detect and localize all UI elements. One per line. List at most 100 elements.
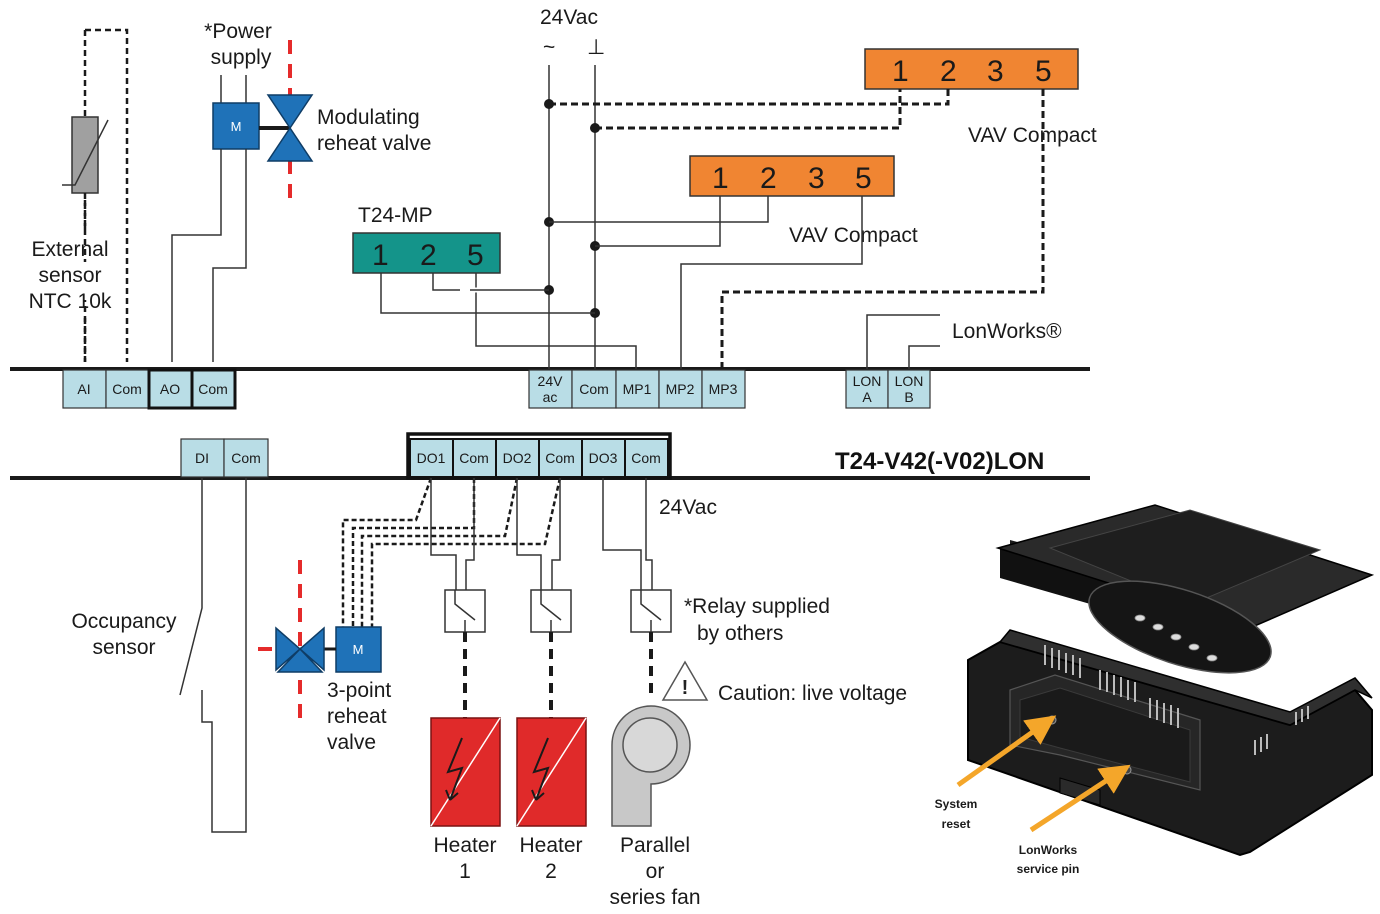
terminal-24v-l1: 24V (538, 373, 564, 389)
modulating-valve-label-1: Modulating (317, 106, 420, 129)
external-sensor: External sensor NTC 10k (29, 28, 129, 362)
ext-sensor-label-3: NTC 10k (29, 290, 112, 313)
vav-upper-num-1: 1 (892, 55, 909, 88)
terminal-do2: DO2 (503, 450, 532, 466)
terminal-lon-b-l2: B (904, 389, 913, 405)
terminal-ai: AI (77, 381, 90, 397)
service-pin-arrow (1029, 764, 1131, 833)
t24-mp-terminal (352, 232, 501, 274)
occupancy-label-2: sensor (92, 636, 155, 659)
t24-mp-group: T24-MP 1 2 5 (352, 204, 637, 369)
vav-upper-num-2: 2 (940, 55, 957, 88)
tilde-symbol: ~ (543, 36, 555, 59)
three-point-label-3: valve (327, 731, 376, 754)
terminal-lon-a-l2: A (862, 389, 872, 405)
lightning-icon-1 (445, 737, 464, 801)
terminal-ao-com: Com (198, 381, 228, 397)
relay-note-2: by others (697, 622, 783, 645)
terminal-lon-b-l1: LON (895, 373, 924, 389)
system-reset-label-2: reset (942, 817, 971, 831)
actuator-m-bottom (335, 626, 382, 673)
bottom-terminals: DI Com DO1 Com DO2 Com DO3 Com (180, 432, 672, 480)
modulating-valve-group: *Power supply M Modulating reheat valve (171, 20, 431, 362)
service-pin-label-2: service pin (1017, 862, 1080, 876)
ground-symbol: ⊥ (587, 36, 605, 59)
heater2-label-1: Heater (519, 834, 582, 857)
fan-group: Parallel or series fan (609, 705, 701, 909)
three-point-label-2: reheat (327, 705, 387, 728)
top-terminals: AI Com AO Com 24V ac Com MP1 MP2 MP3 LON… (62, 368, 931, 410)
actuator-m-bottom-label: M (353, 642, 364, 657)
model-name: T24-V42(-V02)LON (835, 448, 1044, 475)
vav-upper-num-4: 5 (1035, 55, 1052, 88)
ext-sensor-label-2: sensor (38, 264, 101, 287)
relay-note-1: *Relay supplied (684, 595, 830, 618)
terminal-24v-l2: ac (543, 389, 558, 405)
fan-label-2: or (646, 860, 665, 883)
power-supply-label-1: *Power (204, 20, 272, 43)
terminal-do1: DO1 (417, 450, 446, 466)
terminal-do2-com: Com (545, 450, 575, 466)
heater1-label-2: 1 (459, 860, 471, 883)
lightning-icon-2 (531, 737, 550, 801)
power-supply-label-2: supply (211, 46, 272, 69)
terminal-mp2: MP2 (666, 381, 695, 397)
ext-sensor-label-1: External (31, 238, 108, 261)
do-24vac-label: 24Vac (659, 496, 717, 519)
occupancy-label-1: Occupancy (71, 610, 177, 633)
terminal-24v-com: Com (579, 381, 609, 397)
terminal-ao: AO (160, 381, 180, 397)
modulating-valve-label-2: reheat valve (317, 132, 431, 155)
relay-group: 24Vac *Relay supplied by others (430, 478, 830, 718)
fan-label-3: series fan (609, 886, 700, 909)
heater2-label-2: 2 (545, 860, 557, 883)
t24-mp-num-3: 5 (467, 239, 484, 272)
terminal-do1-com: Com (459, 450, 489, 466)
system-reset-label-1: System (935, 797, 978, 811)
ntc-thermistor (71, 116, 99, 194)
system-reset-arrow (956, 715, 1057, 788)
heater1-label-1: Heater (433, 834, 496, 857)
terminal-mp3: MP3 (709, 381, 738, 397)
vav-upper-num-3: 3 (987, 55, 1004, 88)
controller-device: System reset LonWorks service pin (935, 504, 1375, 876)
device-display-window (1088, 580, 1272, 674)
three-point-valve-icon (275, 626, 325, 673)
caution-label: Caution: live voltage (718, 682, 907, 705)
t24-mp-label: T24-MP (358, 204, 433, 227)
actuator-m-top-label: M (231, 119, 242, 134)
terminal-lon-a-l1: LON (853, 373, 882, 389)
occupancy-sensor: Occupancy sensor (71, 478, 247, 833)
lonworks-label: LonWorks® (952, 320, 1062, 343)
terminal-mp1: MP1 (623, 381, 652, 397)
terminal-di-com: Com (231, 450, 261, 466)
caution-group: ! Caution: live voltage (661, 660, 907, 705)
vav-lower-terminal (689, 155, 895, 197)
vav-lower-num-1: 1 (712, 162, 729, 195)
vav-compact-upper: 1 2 3 5 VAV Compact (549, 48, 1097, 369)
heaters: Heater 1 Heater 2 (430, 717, 587, 883)
fan-label-1: Parallel (620, 834, 690, 857)
vav-lower-label: VAV Compact (789, 224, 918, 247)
terminal-ai-com: Com (112, 381, 142, 397)
modulating-valve-icon (266, 94, 314, 162)
terminal-do3: DO3 (589, 450, 618, 466)
vav-lower-num-2: 2 (760, 162, 777, 195)
vav-lower-num-4: 5 (855, 162, 872, 195)
service-pin-label-1: LonWorks (1019, 843, 1078, 857)
warning-icon (661, 660, 709, 701)
lonworks-group: LonWorks® (866, 314, 1062, 369)
vav-compact-lower: 1 2 3 5 VAV Compact (549, 155, 918, 369)
vav-upper-terminal (864, 48, 1079, 90)
supply-24vac-top: 24Vac ~ ⊥ (540, 6, 605, 369)
vav-lower-num-3: 3 (808, 162, 825, 195)
supply-24vac-label: 24Vac (540, 6, 598, 29)
warning-mark: ! (682, 677, 689, 699)
t24-mp-num-2: 2 (420, 239, 437, 272)
terminal-di: DI (195, 450, 209, 466)
t24-mp-num-1: 1 (372, 239, 389, 272)
vav-upper-label: VAV Compact (968, 124, 1097, 147)
three-point-label-1: 3-point (327, 679, 391, 702)
terminal-do3-com: Com (631, 450, 661, 466)
